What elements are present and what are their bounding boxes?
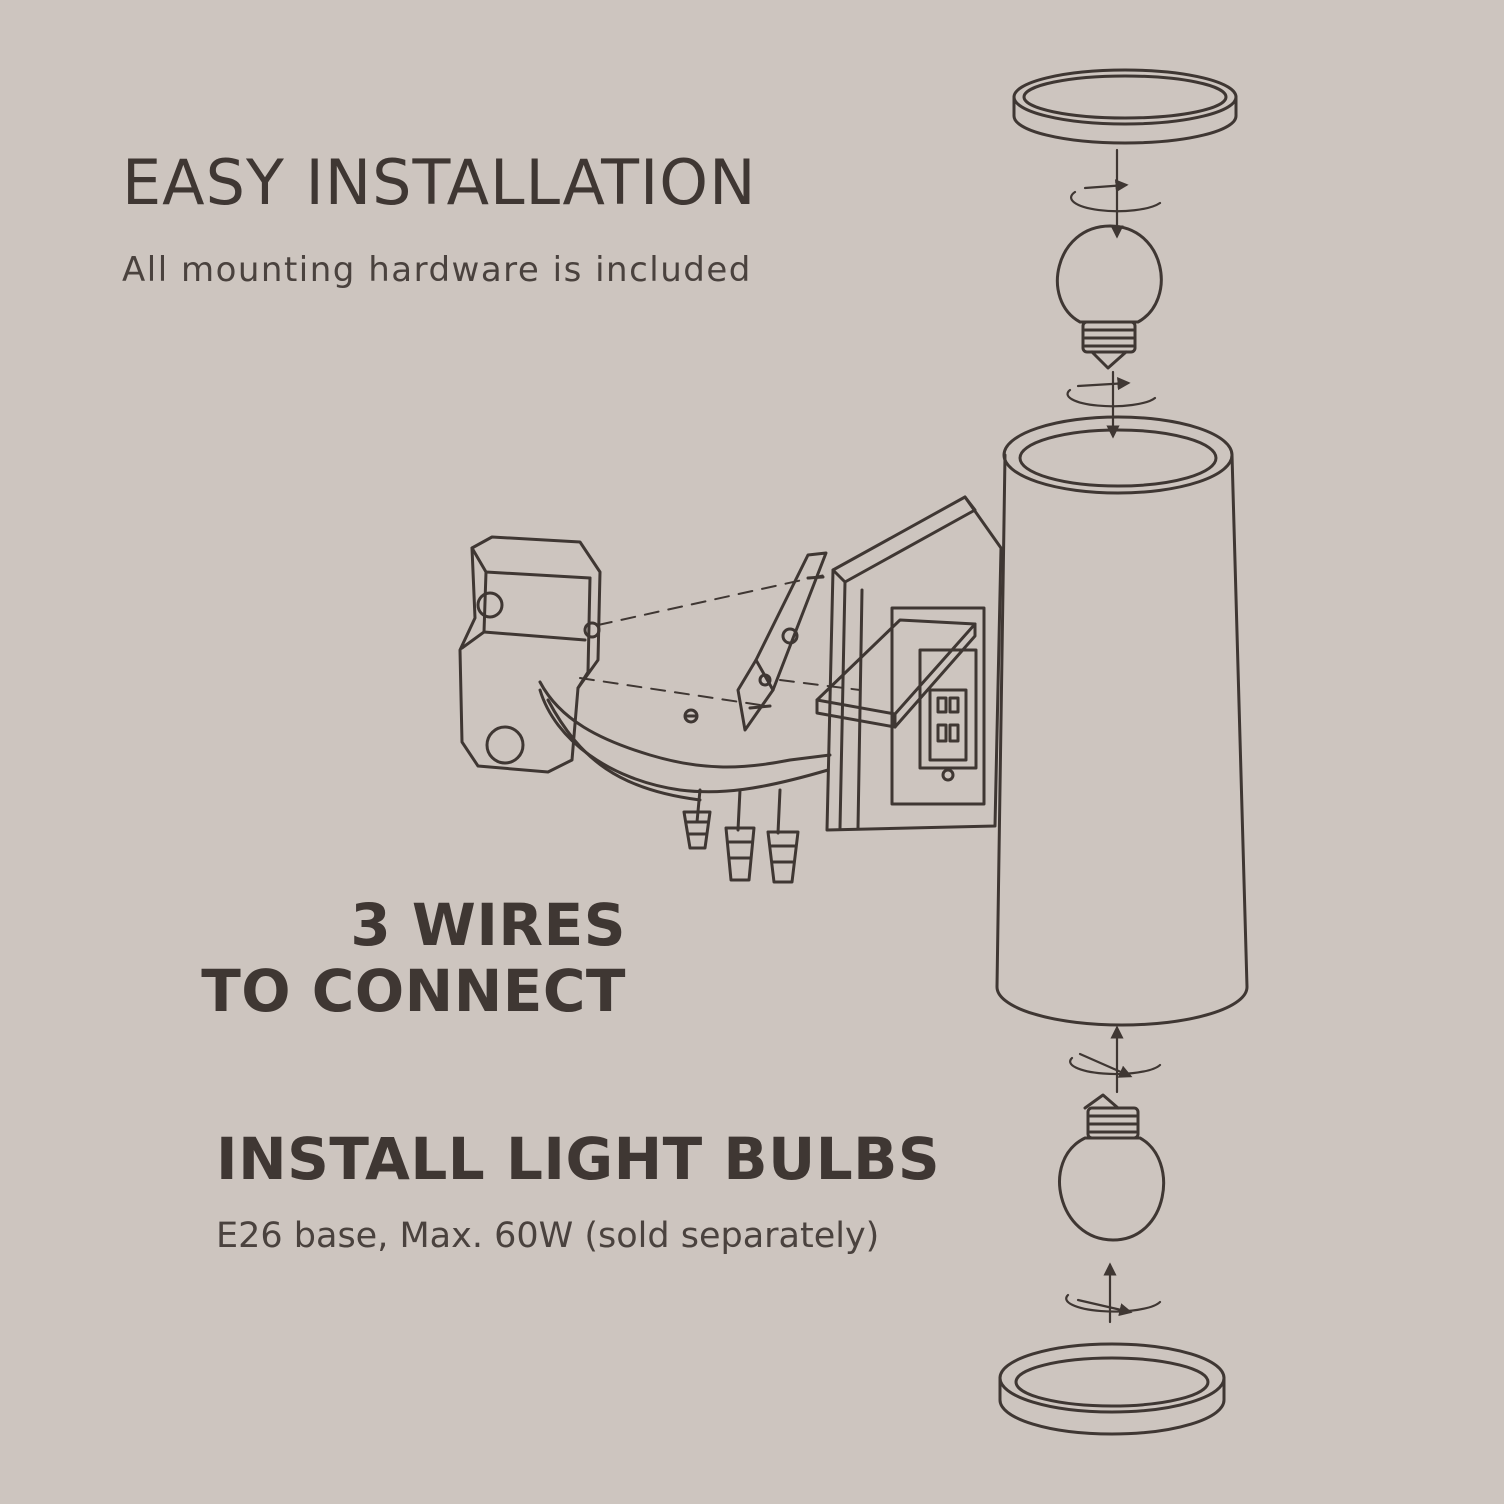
- wires-heading-line1: 3 WIRES: [350, 891, 626, 959]
- rotation-arrow-icon: [1070, 148, 1162, 239]
- junction-box-icon: [458, 535, 602, 774]
- guide-lines: [579, 574, 861, 706]
- wires-icon: [538, 680, 832, 835]
- light-bulb-icon: [1058, 1093, 1165, 1242]
- wire-nut-icon: [682, 810, 712, 850]
- page-subtitle: All mounting hardware is included: [122, 250, 752, 290]
- rotation-arrow-icon: [1065, 1262, 1162, 1324]
- bottom-cap-icon: [998, 1342, 1226, 1436]
- top-cap-icon: [1012, 68, 1238, 145]
- cylinder-body-icon: [995, 415, 1249, 1027]
- outlet-cover-icon: [815, 618, 978, 782]
- wire-nut-icon: [766, 830, 800, 884]
- page-title: EASY INSTALLATION: [122, 146, 757, 219]
- wires-heading: 3 WIRES TO CONNECT: [201, 892, 626, 1024]
- bulbs-heading: INSTALL LIGHT BULBS: [216, 1125, 941, 1193]
- bulbs-note: E26 base, Max. 60W (sold separately): [216, 1216, 880, 1256]
- light-bulb-icon: [1056, 224, 1163, 370]
- wire-nut-icon: [724, 826, 756, 882]
- wires-heading-line2: TO CONNECT: [201, 957, 626, 1025]
- rotation-arrow-icon: [1069, 1025, 1162, 1094]
- rotation-arrow-icon: [1066, 370, 1157, 439]
- screw-icon: [683, 708, 699, 724]
